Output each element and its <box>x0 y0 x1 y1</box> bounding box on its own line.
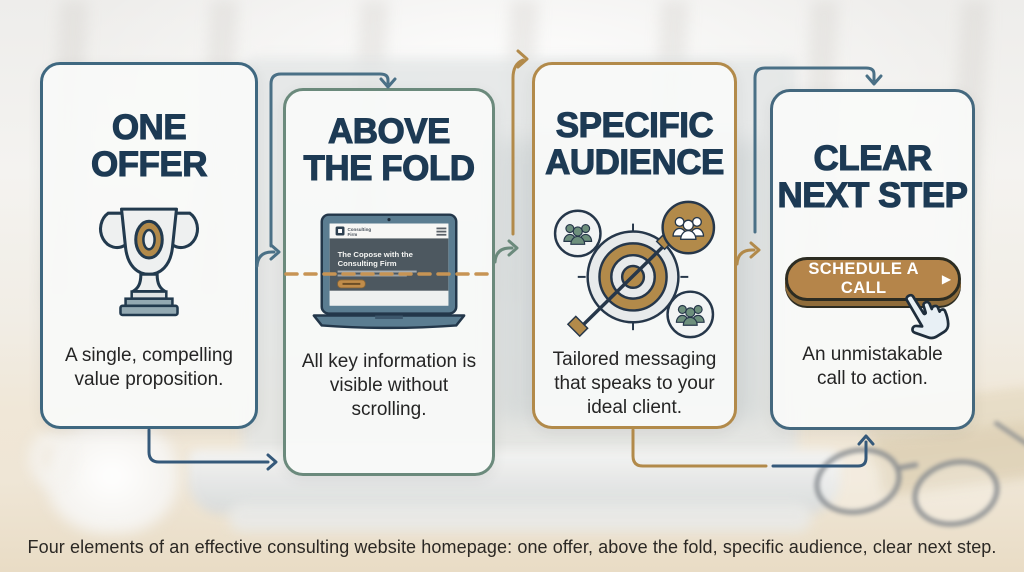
eyeglasses-lens-right <box>905 450 1007 536</box>
screen-logo-text-2: Firm <box>347 232 357 237</box>
title-line-2: NEXT STEP <box>777 176 969 216</box>
screen-headline-1: The Copose with the <box>338 250 414 259</box>
schedule-a-call-label: SCHEDULE A CALL <box>808 259 919 297</box>
screen-headline-2: Consulting Firm <box>338 259 397 268</box>
card-description: A single, compelling value proposition. <box>65 344 233 390</box>
card-title: SPECIFIC AUDIENCE <box>545 106 725 183</box>
card-above-the-fold: ABOVE THE FOLD Consulting Firm The Copos… <box>283 88 495 476</box>
title-line-1: ABOVE <box>327 112 451 151</box>
title-line-2: OFFER <box>90 145 208 185</box>
target-audience-icon <box>553 200 715 339</box>
background-laptop-edge <box>228 502 812 532</box>
background-eyeglasses <box>807 420 1024 544</box>
title-line-1: SPECIFIC <box>555 106 714 145</box>
hamburger-menu-icon <box>436 227 447 236</box>
title-line-1: ONE <box>111 108 187 147</box>
eyeglasses-lens-left <box>807 438 909 524</box>
dart-tail <box>566 315 589 338</box>
card-description: Tailored messaging that speaks to your i… <box>552 348 717 418</box>
play-arrow-icon: ▶ <box>941 271 952 286</box>
title-line-2: THE FOLD <box>303 149 476 189</box>
hand-cursor-icon <box>905 293 950 340</box>
card-description: All key information is visible without s… <box>301 350 477 420</box>
card-title: ABOVE THE FOLD <box>303 112 476 189</box>
card-description: An unmistakable call to action. <box>802 343 943 389</box>
dart-shaft <box>580 232 678 328</box>
trophy-icon <box>99 207 199 317</box>
eyeglasses-bridge <box>895 462 919 471</box>
laptop-icon: Consulting Firm The Copose with the Cons… <box>312 213 466 330</box>
title-line-1: CLEAR <box>813 139 933 178</box>
title-line-2: AUDIENCE <box>545 143 725 183</box>
people-group-icon <box>675 304 705 326</box>
background-mug-handle <box>30 432 74 486</box>
people-group-icon <box>562 223 592 245</box>
schedule-a-call-button[interactable]: SCHEDULE A CALL ▶ <box>784 256 961 301</box>
card-title: ONE OFFER <box>90 108 208 185</box>
card-specific-audience: SPECIFIC AUDIENCE <box>532 62 737 429</box>
caption-text: Four elements of an effective consulting… <box>27 537 997 557</box>
people-group-icon <box>671 216 704 240</box>
card-title: CLEAR NEXT STEP <box>777 139 969 216</box>
card-one-offer: ONE OFFER A single, compelling value pro… <box>40 62 258 429</box>
card-clear-next-step: CLEAR NEXT STEP SCHEDULE A CALL ▶ An unm… <box>770 89 975 430</box>
